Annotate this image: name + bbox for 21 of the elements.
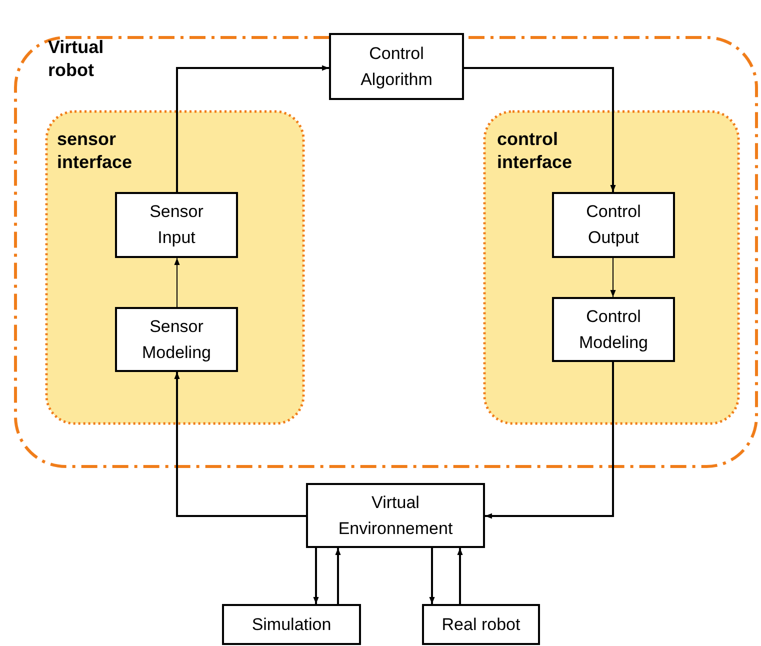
arrow (313, 548, 319, 604)
process-box: Simulation (222, 604, 361, 645)
arrow (457, 548, 463, 604)
arrow (610, 258, 616, 298)
arrow (174, 372, 306, 517)
arrow (485, 362, 614, 519)
arrow (429, 548, 435, 604)
group-title: Virtual robot (48, 36, 105, 82)
arrow (464, 67, 616, 192)
group-title: control interface (497, 128, 574, 174)
process-box: Sensor Input (115, 192, 238, 258)
process-box: Control Algorithm (329, 33, 464, 100)
process-box: Sensor Modeling (115, 307, 238, 372)
arrow (335, 548, 341, 604)
group-title: sensor interface (57, 128, 134, 174)
process-box: Control Modeling (552, 297, 675, 362)
process-box: Virtual Environnement (306, 483, 485, 548)
process-box: Control Output (552, 192, 675, 258)
process-box: Real robot (422, 604, 540, 645)
arrow (176, 65, 329, 192)
arrow (174, 258, 180, 308)
